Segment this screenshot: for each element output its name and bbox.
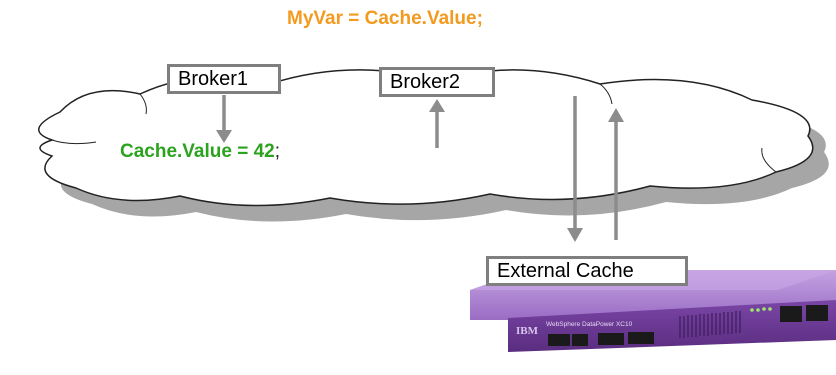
- cache-write-arrow: [567, 96, 583, 242]
- external-cache-box: External Cache: [486, 256, 688, 286]
- appliance-port: [780, 306, 802, 322]
- broker1-down-arrow: [216, 95, 232, 143]
- cloud-puff-line: [139, 93, 147, 115]
- cloud-puff-line: [761, 147, 777, 173]
- status-led: [768, 307, 772, 311]
- cache-assign-expression: Cache.Value = 42: [120, 141, 275, 162]
- appliance-port: [572, 334, 588, 346]
- broker1-box: Broker1: [167, 64, 281, 94]
- status-led: [762, 307, 766, 311]
- appliance-vents: [679, 311, 741, 338]
- appliance-port: [806, 305, 828, 321]
- broker2-box: Broker2: [379, 67, 495, 97]
- appliance-port: [598, 333, 624, 345]
- appliance-front: [508, 300, 836, 352]
- cache-read-arrow: [608, 108, 624, 240]
- appliance-port: [628, 332, 654, 344]
- cloud-puff-line: [599, 83, 613, 105]
- appliance-port: [548, 334, 570, 346]
- top-code-statement: MyVar = Cache.Value;: [287, 8, 483, 29]
- cache-assign-semicolon: ;: [274, 141, 281, 162]
- cloud-puff-line: [51, 139, 97, 145]
- appliance-product: WebSphere DataPower XC10: [546, 321, 633, 328]
- status-led: [756, 308, 760, 312]
- appliance-brand: IBM: [516, 325, 539, 337]
- broker2-up-arrow: [429, 99, 445, 148]
- cache-assign-statement: Cache.Value = 42;: [120, 141, 280, 163]
- status-led: [750, 308, 754, 312]
